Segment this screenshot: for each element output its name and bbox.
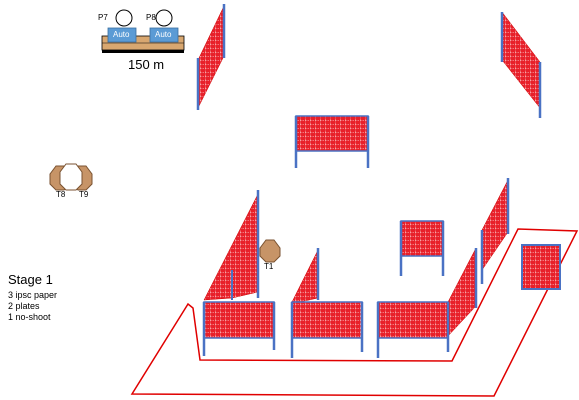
stage-title: Stage 1 bbox=[8, 272, 53, 287]
distance-label: 150 m bbox=[128, 57, 165, 72]
barrier-front-1 bbox=[202, 301, 276, 356]
barrier-front-3 bbox=[376, 301, 450, 358]
label-t9: T9 bbox=[79, 190, 89, 199]
barrier-center-back bbox=[294, 115, 370, 168]
barrier-far-right bbox=[500, 11, 542, 118]
stage-line-3: 1 no-shoot bbox=[8, 312, 51, 322]
barrier-small-middle bbox=[399, 220, 445, 276]
pallet-stand bbox=[101, 27, 185, 53]
barrier-front-2 bbox=[290, 301, 364, 358]
barrier-middle-diagonal bbox=[291, 248, 320, 303]
label-auto-2: Auto bbox=[155, 30, 172, 39]
target-t1-icon bbox=[259, 239, 281, 263]
target-t8-t9-icon bbox=[49, 163, 93, 191]
barrier-far-right-square bbox=[521, 244, 561, 290]
shooting-area-boundary bbox=[130, 228, 579, 397]
barrier-left-diagonal bbox=[203, 190, 260, 301]
label-p7: P7 bbox=[98, 13, 108, 22]
label-auto-1: Auto bbox=[113, 30, 130, 39]
label-t8: T8 bbox=[56, 190, 66, 199]
stage-line-2: 2 plates bbox=[8, 301, 40, 311]
plate-p8-icon bbox=[155, 9, 173, 27]
stage-line-1: 3 ipsc paper bbox=[8, 290, 58, 300]
label-t1: T1 bbox=[264, 262, 274, 271]
barrier-far-left bbox=[196, 4, 226, 110]
label-p8: P8 bbox=[146, 13, 156, 22]
barrier-right-diagonal-back bbox=[480, 178, 510, 284]
plate-p7-icon bbox=[115, 9, 133, 27]
